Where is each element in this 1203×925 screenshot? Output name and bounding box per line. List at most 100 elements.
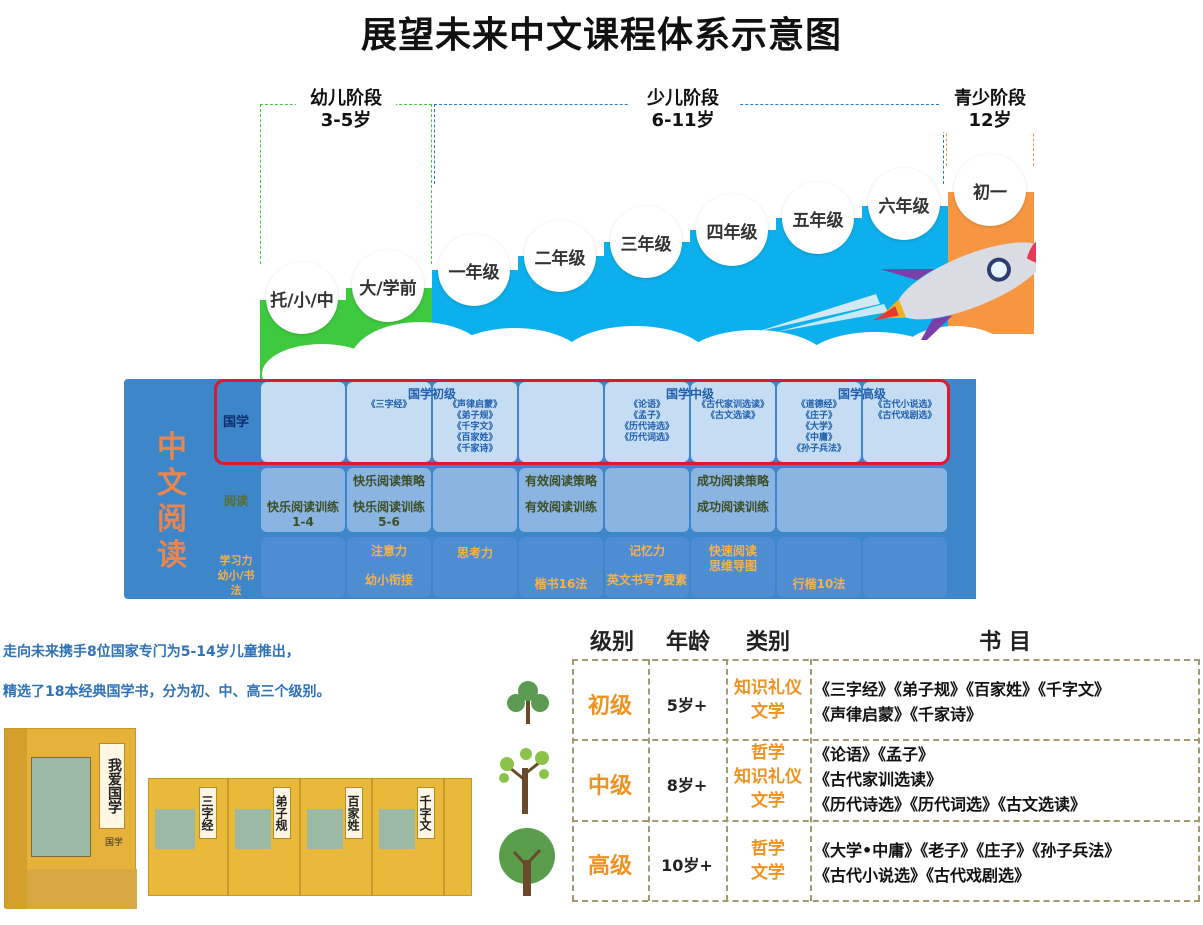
table-books: 《论语》《孟子》 《古代家训选读》 《历代诗选》《历代词选》《古文选读》 [814, 742, 1086, 817]
table-category: 知识礼仪 文学 [726, 676, 810, 724]
book-name: 《古代家训选读》 [696, 400, 769, 410]
book-series-5 [444, 778, 472, 896]
book-series-4: 千字文 [372, 778, 444, 896]
stage-name: 少儿阶段 [647, 88, 719, 109]
xuexili-cell [605, 537, 689, 597]
xuexili-c6: 快速阅读 思维导图 [691, 544, 775, 574]
table-age: 10岁+ [661, 856, 713, 875]
category-text: 哲学 [751, 743, 785, 763]
xuexili-cell [433, 537, 517, 597]
grade-bubble-9: 初一 [954, 154, 1026, 226]
xuexili-c4: 楷书16法 [534, 577, 588, 591]
xuexili-cell [347, 537, 431, 597]
grade-bubble-1: 托/小/中 [266, 262, 338, 334]
table-age: 5岁+ [666, 696, 708, 715]
guoxue-cell [261, 382, 345, 462]
xuexili-cell [261, 537, 345, 597]
table-header-books: 书 目 [979, 630, 1031, 655]
yuedu-c4: 有效阅读策略 有效阅读训练 [519, 474, 603, 515]
table-books: 《三字经》《弟子规》《百家姓》《千字文》 《声律启蒙》《千家诗》 [814, 677, 1110, 727]
row-label-xuexili-1: 学习力 [219, 554, 253, 567]
table-line [726, 659, 728, 901]
row-label-yuedu: 阅读 [223, 494, 248, 508]
stage-name: 幼儿阶段 [310, 88, 382, 109]
guoxue-chu-title: 国学初级 [407, 387, 456, 401]
stage-age: 12岁 [968, 110, 1012, 131]
rocket-icon [756, 239, 1036, 340]
yuedu-text: 有效阅读策略 [524, 474, 597, 488]
yuedu-cell [519, 468, 603, 532]
stage-label-kinder: 幼儿阶段 3-5岁 [296, 88, 396, 132]
table-line [572, 739, 1200, 741]
guoxue-cell [433, 382, 517, 462]
book-name: 《论语》 [628, 400, 665, 410]
book-box-art [31, 757, 91, 857]
book-name: 《古代小说选》 [873, 400, 937, 410]
book-name: 《孙子兵法》 [791, 444, 846, 454]
stage-age: 3-5岁 [320, 110, 372, 131]
guoxue-cell [777, 382, 861, 462]
intro-line-1: 走向未来携手8位国家专门为5-14岁儿童推出， [3, 644, 300, 660]
yuedu-c2: 快乐阅读策略 快乐阅读训练 5-6 [347, 474, 431, 530]
book-cover-title: 我爱国学 [99, 743, 125, 829]
book-series-3: 百家姓 [300, 778, 372, 896]
table-header-age: 年龄 [665, 630, 710, 655]
young-tree-icon [499, 748, 549, 814]
grade-bubble-3: 一年级 [438, 234, 510, 306]
book-box-side [5, 729, 27, 909]
xuexili-text: 思维导图 [708, 559, 757, 573]
xuexili-cell [691, 537, 775, 597]
sprout-icon [507, 681, 549, 724]
book-art [307, 809, 343, 849]
yuedu-text: 快乐阅读训练 [266, 500, 339, 514]
yuedu-text: 1-4 [292, 515, 314, 529]
book-name: 《历代诗选》 [619, 422, 674, 432]
book-art [379, 809, 415, 849]
xuexili-cell [519, 537, 603, 597]
guoxue-zhong-books1: 《论语》 《孟子》 《历代诗选》 《历代词选》 [604, 400, 690, 444]
books-line: 《论语》《孟子》 [814, 745, 935, 764]
row-label-guoxue: 国学 [222, 415, 249, 430]
yuedu-cell [691, 468, 775, 532]
table-level: 初级 [587, 694, 632, 719]
book-name: 《古文选读》 [705, 411, 760, 421]
yuedu-text: 5-6 [378, 515, 400, 529]
guoxue-cell [691, 382, 775, 462]
xuexili-cell [863, 537, 947, 597]
yuedu-c1: 快乐阅读训练 1-4 [261, 500, 345, 530]
grade-bubble-7: 五年级 [782, 182, 854, 254]
yuedu-text: 成功阅读策略 [696, 474, 769, 488]
matrix-side-block [124, 379, 216, 599]
guoxue-highlight-frame [214, 379, 950, 465]
page-title: 展望未来中文课程体系示意图 [360, 15, 842, 56]
table-line [572, 659, 1200, 661]
matrix-side-title: 中文阅读 [157, 430, 187, 573]
book-series-title: 百家姓 [345, 787, 363, 839]
book-series-title: 弟子规 [273, 787, 291, 839]
xuexili-text: 快速阅读 [708, 544, 757, 558]
cloud [900, 326, 1010, 386]
book-name: 《千字文》 [452, 422, 498, 432]
category-text: 哲学 [751, 839, 785, 859]
book-name: 《中庸》 [800, 433, 837, 443]
book-name: 《古代戏剧选》 [873, 411, 937, 421]
stage-age: 6-11岁 [651, 110, 715, 131]
row-label-xuexili-2: 幼小/书法 [217, 569, 255, 597]
table-header-category: 类别 [745, 630, 790, 655]
books-line: 《古代家训选读》 [814, 770, 943, 789]
guoxue-zhong-title: 国学中级 [665, 387, 714, 401]
guoxue-cell [519, 382, 603, 462]
grade-bubble-2: 大/学前 [352, 250, 424, 322]
yuedu-cell [605, 468, 689, 532]
grade-bubble-6: 四年级 [696, 194, 768, 266]
category-text: 知识礼仪 [734, 678, 802, 698]
yuedu-text: 快乐阅读策略 [352, 474, 425, 488]
book-name: 《百家姓》 [452, 433, 498, 443]
table-line [572, 820, 1200, 822]
book-cover-sub: 国学 [105, 838, 124, 848]
table-line [572, 900, 1200, 902]
category-text: 文学 [751, 863, 785, 883]
guoxue-zhong-books2: 《古代家训选读》 《古文选读》 [690, 400, 776, 422]
grade-bubble-5: 三年级 [610, 206, 682, 278]
book-name: 《弟子规》 [452, 411, 498, 421]
